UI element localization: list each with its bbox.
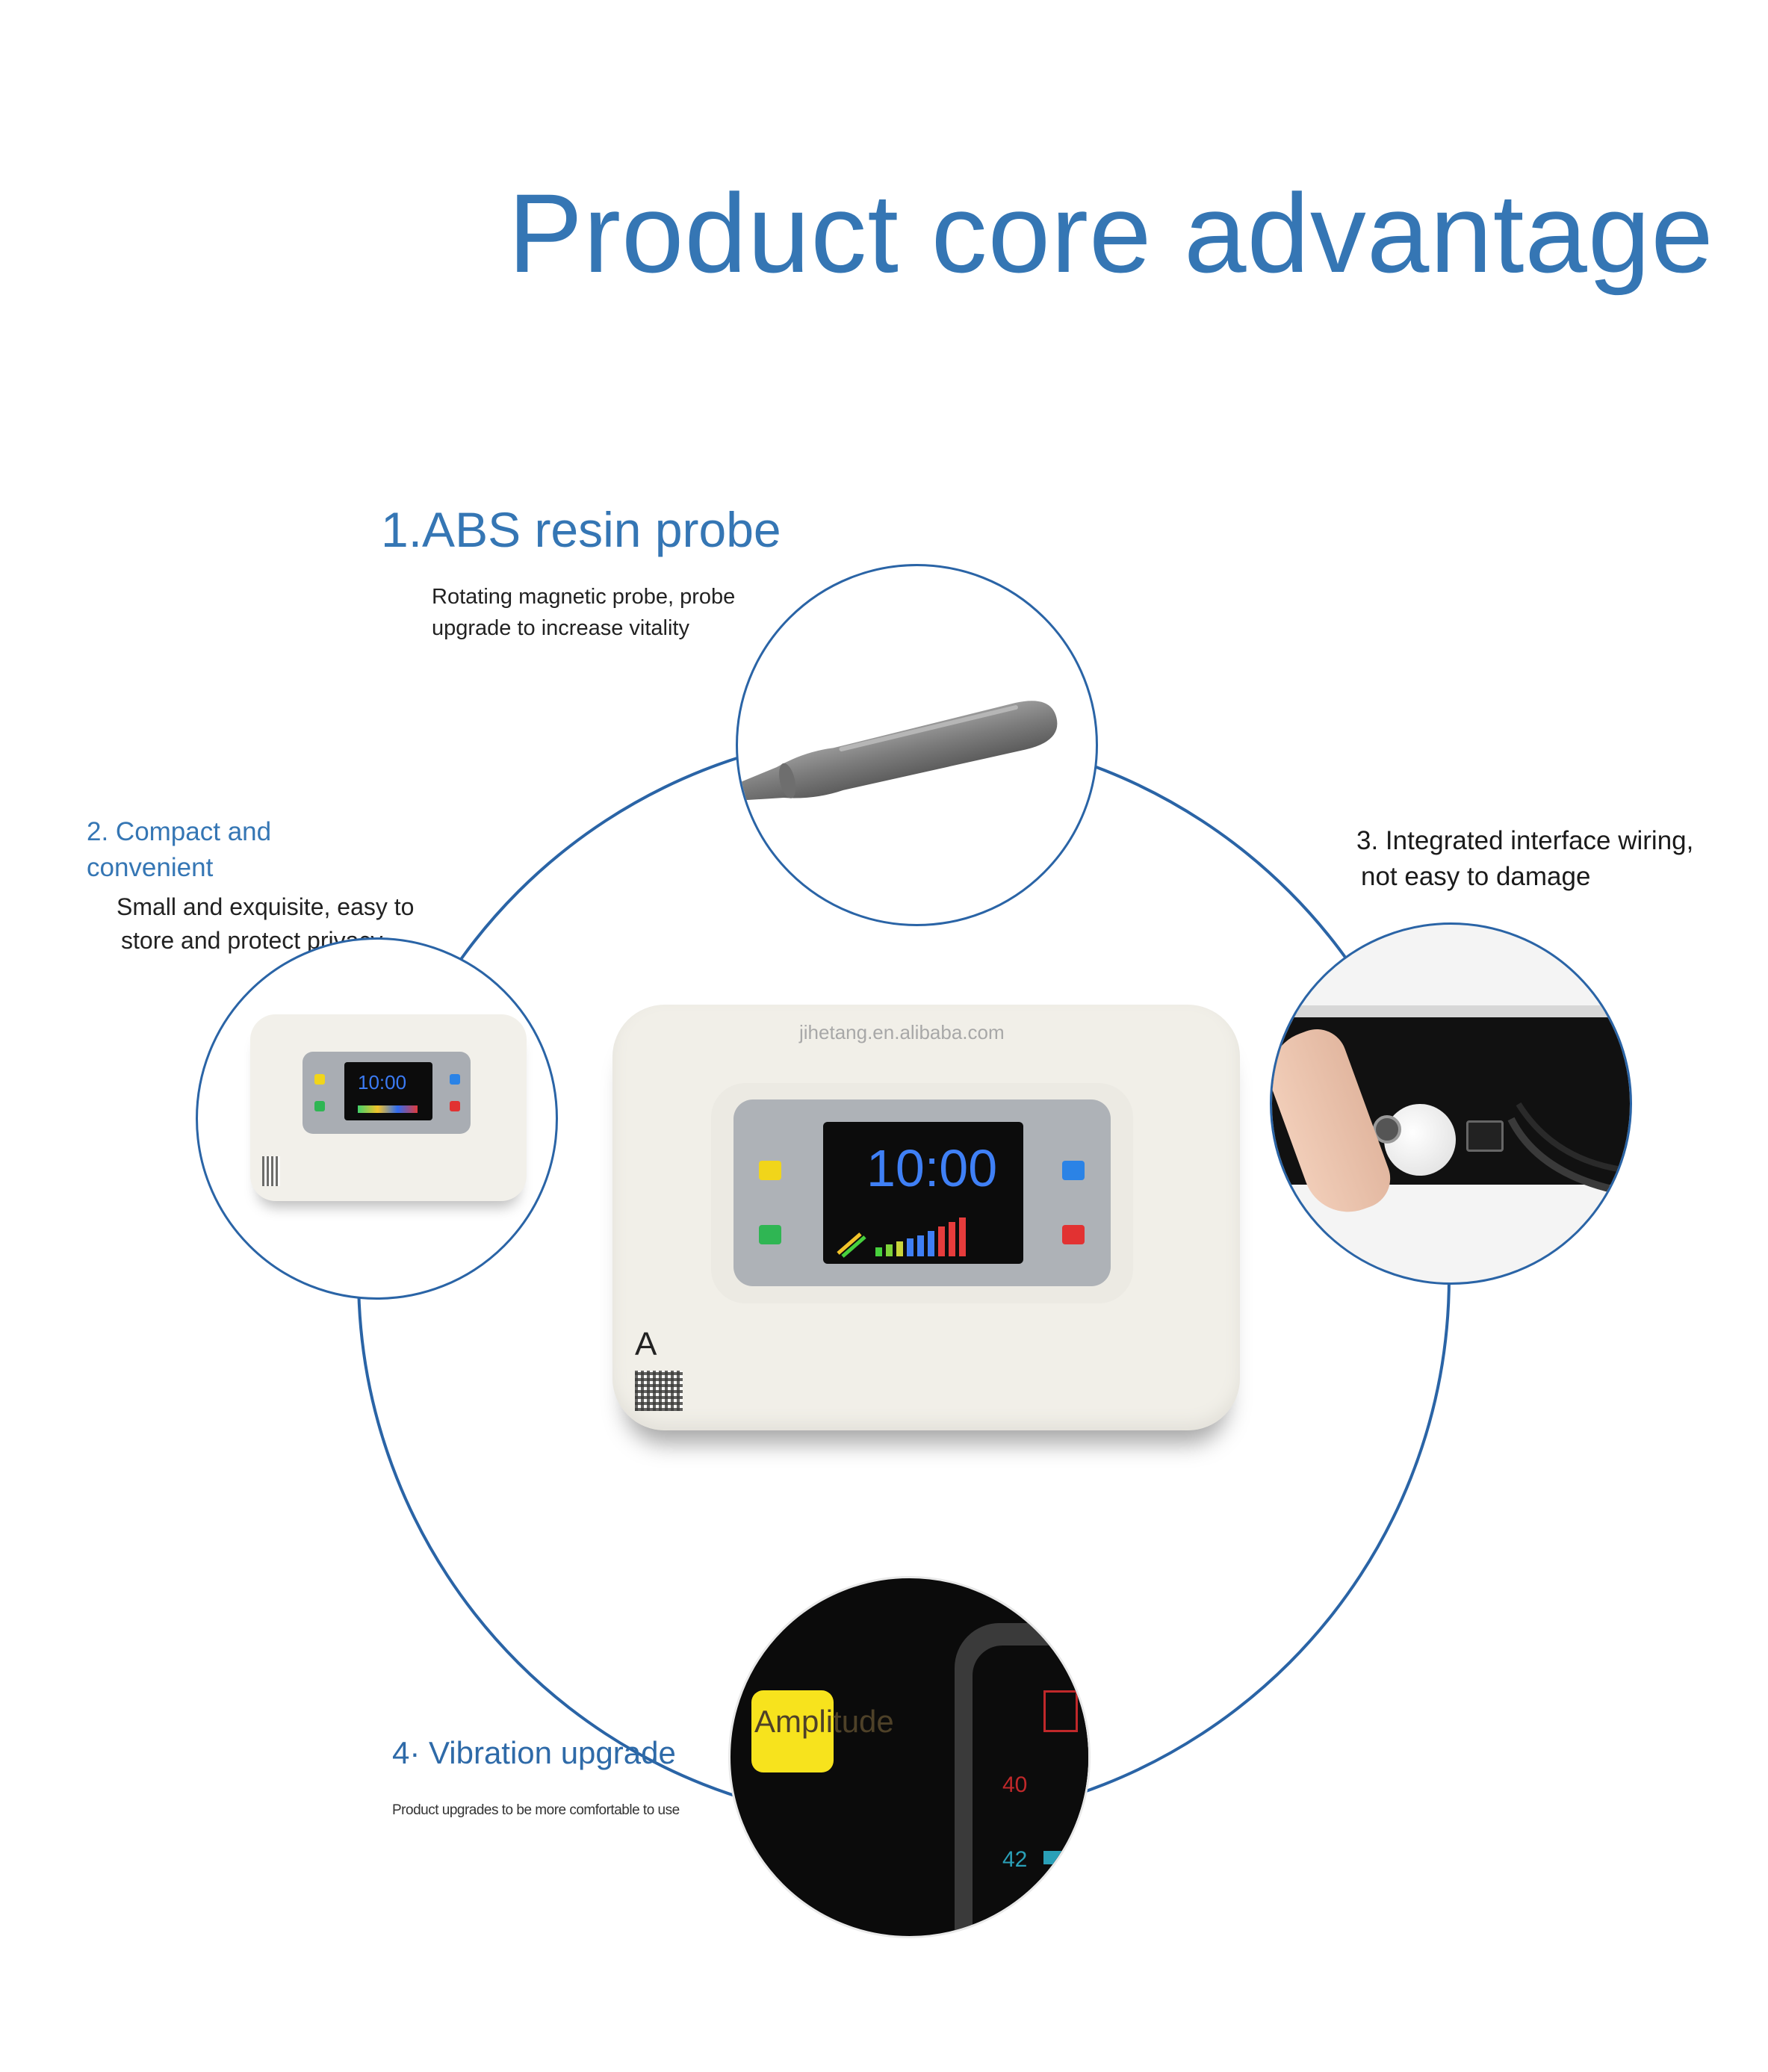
- red-indicator: [1043, 1690, 1078, 1732]
- device-panel-recess: 10:00: [711, 1083, 1133, 1303]
- small-device-level-bars: [358, 1105, 418, 1113]
- feature-3-title: 3. Integrated interface wiring, not easy…: [1356, 826, 1694, 892]
- device-top-edge: [1272, 1005, 1630, 1017]
- red-button: [1062, 1225, 1085, 1244]
- page-title: Product core advantage: [508, 170, 1714, 296]
- small-device-panel: 10:00: [303, 1052, 471, 1134]
- small-device-time: 10:00: [358, 1071, 407, 1094]
- probe-icon: [738, 701, 1058, 801]
- small-red-button: [450, 1101, 460, 1111]
- watermark: jihetang.en.alibaba.com: [799, 1021, 1005, 1043]
- qr-code: [635, 1371, 683, 1411]
- green-button: [759, 1225, 781, 1244]
- readout-40: 40: [1002, 1772, 1028, 1797]
- device-control-panel: 10:00: [733, 1099, 1111, 1286]
- inner-display: 40 42: [973, 1645, 1088, 1936]
- probe-photo: [736, 564, 1098, 926]
- small-device-body: 10:00: [250, 1014, 527, 1201]
- device-time-display: 10:00: [866, 1139, 998, 1197]
- intensity-bars: [837, 1218, 966, 1258]
- amplitude-button: [751, 1690, 834, 1772]
- level-bar: [1043, 1851, 1088, 1864]
- feature-1-description: Rotating magnetic probe, probe upgrade t…: [432, 585, 736, 641]
- small-qr-code: [262, 1156, 280, 1186]
- small-green-button: [314, 1101, 325, 1111]
- readout-42: 42: [1002, 1847, 1028, 1872]
- feature-1-title: 1.ABS resin probe: [381, 502, 781, 557]
- blue-button: [1062, 1161, 1085, 1180]
- small-device-screen: 10:00: [344, 1062, 432, 1120]
- feature-4-title: 4· Vibration upgrade: [392, 1735, 676, 1770]
- interface-wiring-photo: [1270, 922, 1632, 1285]
- yellow-button: [759, 1161, 781, 1180]
- green-indicator: [790, 1907, 813, 1922]
- feature-4-description: Product upgrades to be more comfortable …: [392, 1802, 680, 1818]
- cable-icon: [1507, 1102, 1630, 1197]
- feature-2-title: 2. Compact and convenient: [87, 817, 272, 883]
- amplitude-label: Amplitude: [754, 1704, 894, 1739]
- small-blue-button: [450, 1074, 460, 1085]
- power-switch-icon: [1466, 1120, 1504, 1152]
- vibration-screen-photo: Amplitude 40 42: [728, 1576, 1091, 1938]
- main-device-body: jihetang.en.alibaba.com 10:00: [612, 1005, 1240, 1430]
- compact-device-photo: 10:00: [196, 937, 558, 1300]
- screen-bezel: 40 42: [955, 1623, 1088, 1936]
- small-yellow-button: [314, 1074, 325, 1085]
- device-screen: 10:00: [823, 1122, 1023, 1264]
- device-side-label: A: [635, 1326, 657, 1362]
